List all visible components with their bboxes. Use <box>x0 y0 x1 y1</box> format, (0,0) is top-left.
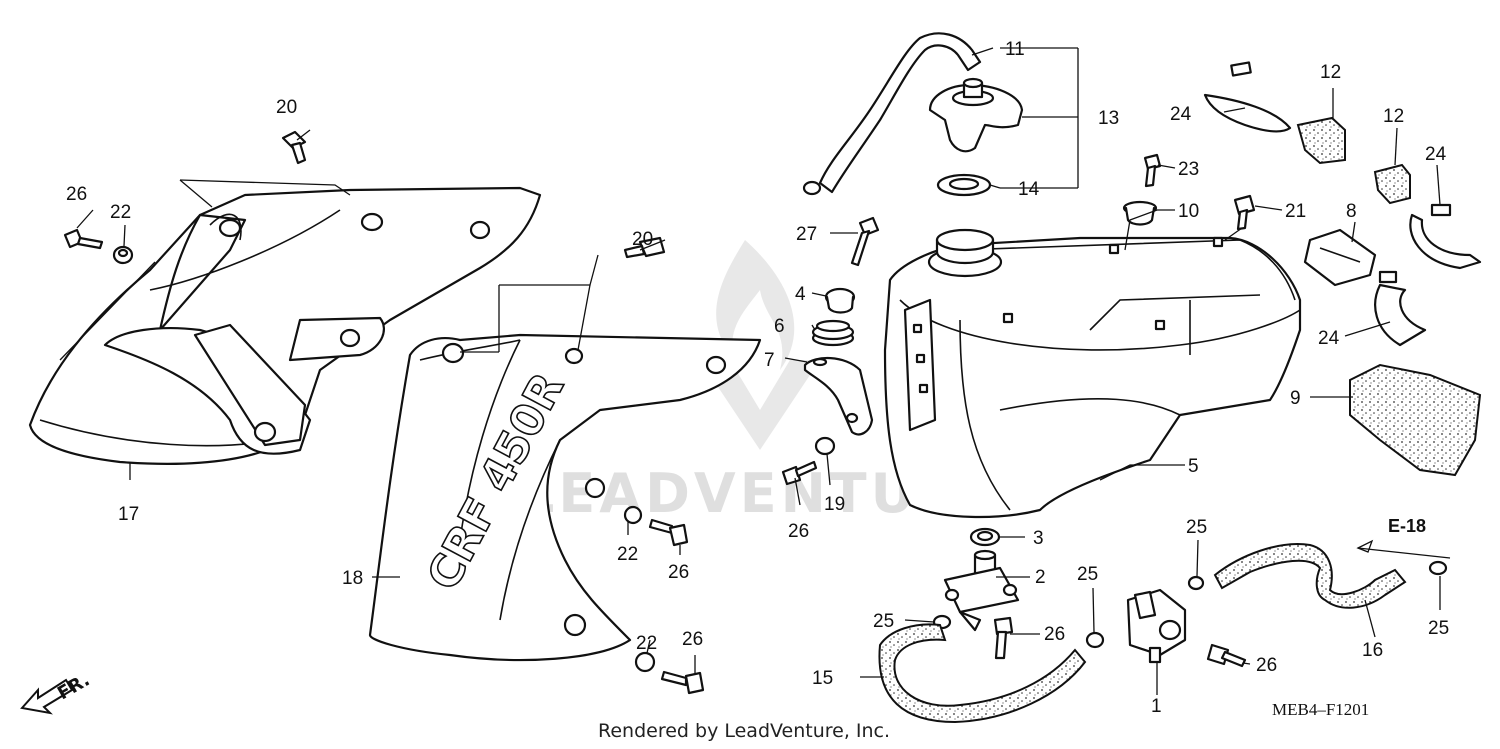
callout-22-low: 22 <box>636 633 657 654</box>
bolt-23 <box>1143 153 1162 188</box>
collar-4 <box>824 287 856 314</box>
callout-22-left: 22 <box>110 202 131 223</box>
callout-5: 5 <box>1188 456 1199 477</box>
cap-gasket-part-14 <box>936 173 992 197</box>
callout-26-valve: 26 <box>1044 624 1065 645</box>
callout-7: 7 <box>764 350 775 371</box>
callout-21: 21 <box>1285 201 1306 222</box>
callout-10: 10 <box>1178 201 1199 222</box>
stay-7 <box>803 356 874 436</box>
callout-8: 8 <box>1346 201 1357 222</box>
callout-25-far: 25 <box>1428 618 1449 639</box>
fuel-hose-15 <box>878 623 1087 724</box>
fuel-valve-1 <box>1126 588 1187 664</box>
callout-2: 2 <box>1035 567 1046 588</box>
bolt-26-left <box>63 228 104 250</box>
collar-19 <box>814 436 836 456</box>
o-ring-3 <box>969 527 1001 547</box>
callout-1: 1 <box>1151 696 1162 717</box>
right-shroud-part-18: CRF 450R <box>368 333 762 662</box>
fuel-strainer-2 <box>943 549 1020 632</box>
leader-lines <box>59 47 1451 695</box>
collar-22-low <box>634 651 656 673</box>
callout-19: 19 <box>824 494 845 515</box>
bolt-26-mid <box>648 518 689 547</box>
callout-11: 11 <box>1005 39 1025 60</box>
callout-25-right: 25 <box>1186 517 1207 538</box>
rubber-6 <box>811 319 855 347</box>
callout-26-right: 26 <box>1256 655 1277 676</box>
bolt-21 <box>1233 194 1256 231</box>
fuel-tank-part-5 <box>883 228 1302 519</box>
clip-25-far <box>1428 560 1448 576</box>
clip-25-right <box>1187 575 1205 591</box>
bracket-8 <box>1303 228 1377 287</box>
callout-15: 15 <box>812 668 833 689</box>
callout-16: 16 <box>1362 640 1383 661</box>
callout-9: 9 <box>1290 388 1301 409</box>
pad-9 <box>1349 363 1482 477</box>
collar-22-left <box>112 245 134 265</box>
callout-6: 6 <box>774 316 785 337</box>
drain-hose-16 <box>1213 543 1407 609</box>
left-shroud-part-17 <box>28 186 542 465</box>
callout-26-mid: 26 <box>668 562 689 583</box>
reference-e18: E-18 <box>1388 516 1426 536</box>
callout-24-mid: 24 <box>1425 144 1447 165</box>
band-24-mid <box>1409 203 1482 270</box>
bolt-26-right <box>1206 643 1247 668</box>
bolt-20-upper <box>281 130 307 165</box>
rubber-12-mid <box>1373 163 1411 205</box>
bolt-27 <box>850 216 880 267</box>
callout-14: 14 <box>1018 179 1040 200</box>
callout-20-upper: 20 <box>276 97 297 118</box>
callout-4: 4 <box>795 284 806 305</box>
band-24-low <box>1374 270 1427 347</box>
bolt-26-low <box>660 670 705 695</box>
callout-labels: 20 26 22 17 20 18 22 26 22 26 11 13 14 2… <box>66 39 1449 717</box>
bolt-26-stay <box>781 460 818 486</box>
callout-22-mid: 22 <box>617 544 638 565</box>
callout-17: 17 <box>118 504 139 525</box>
callout-13: 13 <box>1098 108 1119 129</box>
breather-tube-part-11 <box>802 32 982 196</box>
band-24-top <box>1203 61 1292 133</box>
callout-18: 18 <box>342 568 363 589</box>
front-direction-marker: FR. <box>20 669 93 715</box>
callout-26-left: 26 <box>66 184 87 205</box>
callout-25-mid: 25 <box>1077 564 1098 585</box>
callout-12-top: 12 <box>1320 62 1341 83</box>
bolt-26-valve <box>993 616 1014 660</box>
fuel-cap-part-13 <box>928 77 1024 153</box>
cushion-10 <box>1122 200 1158 226</box>
rubber-12-top <box>1296 116 1346 165</box>
callout-24-low: 24 <box>1318 328 1340 349</box>
front-marker-label: FR. <box>54 669 93 704</box>
collar-22-mid <box>623 505 643 525</box>
callout-20-middle: 20 <box>632 229 653 250</box>
callout-3: 3 <box>1033 528 1044 549</box>
callout-26-low: 26 <box>682 629 703 650</box>
diagram-code: MEB4–F1201 <box>1272 700 1369 719</box>
clip-25-mid <box>1085 631 1105 649</box>
callout-26-stay: 26 <box>788 521 809 542</box>
callout-27: 27 <box>796 224 817 245</box>
footer-credit: Rendered by LeadVenture, Inc. <box>598 720 890 742</box>
callout-23: 23 <box>1178 159 1199 180</box>
callout-24-top: 24 <box>1170 104 1192 125</box>
callout-25-left: 25 <box>873 611 894 632</box>
callout-12-mid: 12 <box>1383 106 1404 127</box>
